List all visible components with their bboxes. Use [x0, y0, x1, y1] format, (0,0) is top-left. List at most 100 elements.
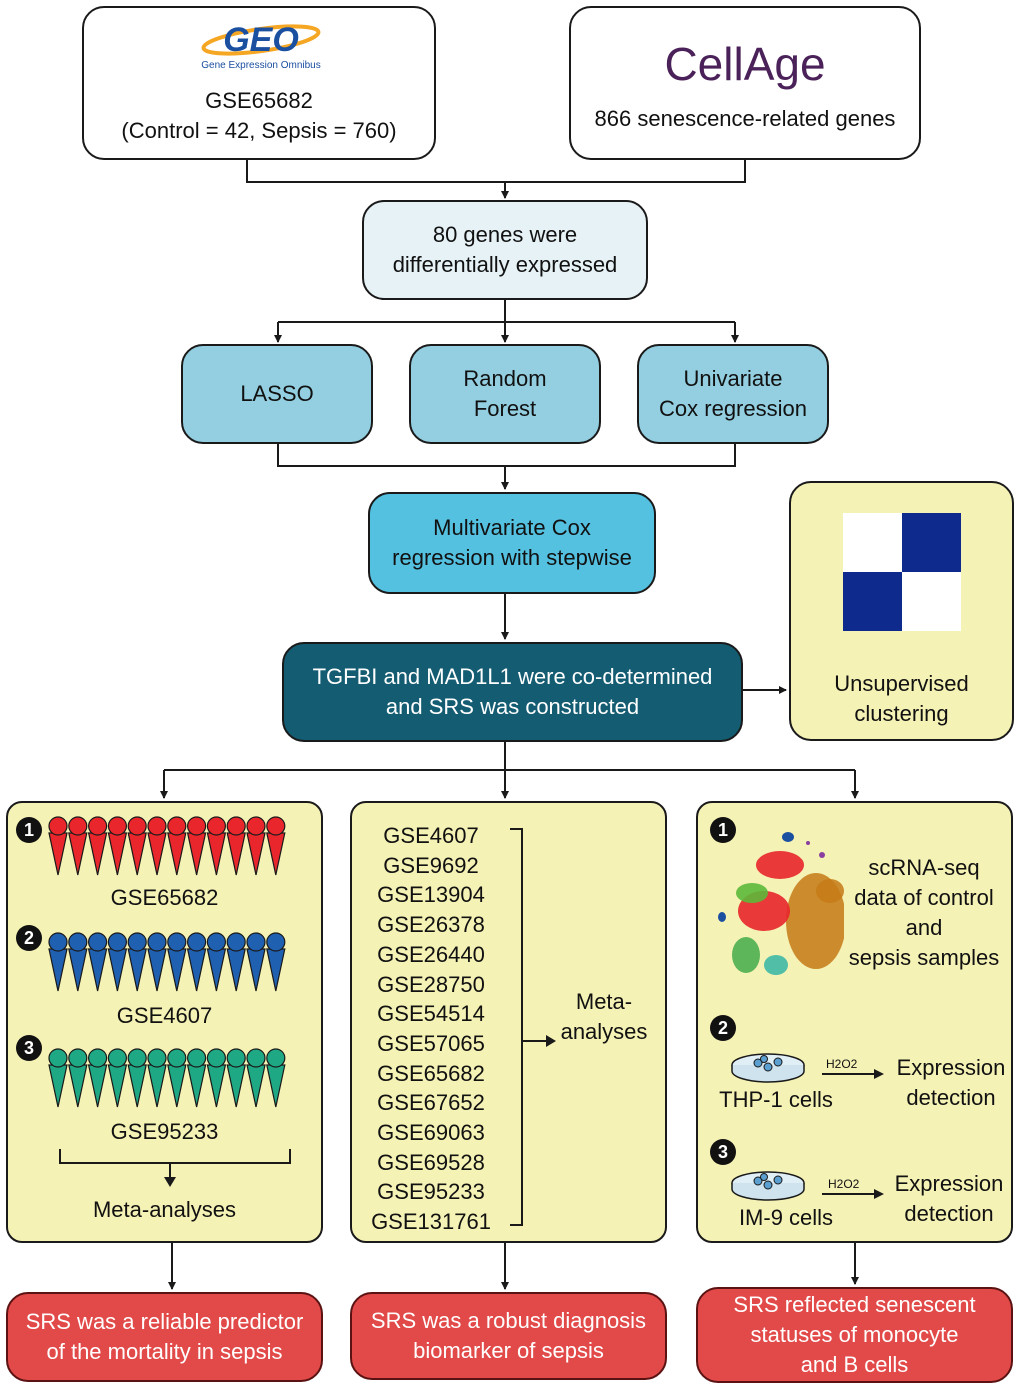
sample-pin-head [87, 1048, 108, 1068]
sample-pin-body [87, 948, 108, 992]
left-meta-label: Meta-analyses [92, 1197, 237, 1222]
method-univariate-cox-box: Univariate Cox regression [637, 344, 829, 444]
dataset-item: GSE69528 [377, 1149, 485, 1175]
clustering-label: Unsupervised clustering [834, 671, 969, 726]
expression-detection-label: Expression detection [896, 1055, 1006, 1110]
sample-pin-head [107, 1048, 128, 1068]
meta-bracket [510, 828, 556, 1226]
sample-pin-body [186, 1064, 207, 1108]
sample-pin-body [246, 1064, 266, 1108]
sample-pin-body [87, 832, 108, 876]
geo-logo-text: GEO [223, 21, 299, 59]
dataset-item: GSE26378 [377, 912, 485, 938]
umap-plot-icon [718, 832, 844, 975]
sample-pin-head [68, 932, 88, 952]
conclusion-mortality-box: SRS was a reliable predictor of the mort… [6, 1292, 323, 1382]
multivariate-cox-box: Multivariate Cox regression with stepwis… [368, 492, 656, 594]
sample-pin-body [87, 1064, 108, 1108]
sample-pin-head [246, 816, 266, 836]
sample-pin-head [226, 932, 246, 952]
method-random-forest-box: Random Forest [409, 344, 601, 444]
deg-line: differentially expressed [392, 252, 618, 277]
sample-pin-body [107, 832, 128, 876]
sample-pin-body [48, 1064, 68, 1108]
validation-cohorts-panel: 1 GSE65682 2 GSE4607 3 GSE95233 Meta-ana… [6, 801, 323, 1243]
sample-pin-head [226, 816, 246, 836]
sample-pin-head [48, 816, 68, 836]
sample-pin-head [127, 1048, 147, 1068]
cohort-label: GSE65682 [110, 885, 219, 910]
sample-pin-head [107, 816, 128, 836]
sample-pin-head [107, 932, 128, 952]
sample-pin-head [167, 932, 187, 952]
dataset-item: GSE95233 [377, 1179, 485, 1205]
sample-pin-body [68, 1064, 88, 1108]
sample-pin-body [167, 1064, 187, 1108]
method-label: Cox regression [659, 396, 807, 421]
sample-pin-head [206, 932, 226, 952]
treatment-label: H2O2 [828, 1177, 860, 1191]
deg-line: 80 genes were [432, 222, 578, 247]
sample-pin-body [186, 832, 207, 876]
geo-counts: (Control = 42, Sepsis = 760) [121, 118, 397, 143]
sample-pin-body [266, 1064, 286, 1108]
geo-logo: GEO Gene Expression Omnibus [194, 20, 328, 76]
treatment-label: H2O2 [826, 1057, 858, 1071]
sample-pin-head [266, 1048, 286, 1068]
cell-line-label: THP-1 cells [719, 1087, 833, 1112]
geo-dataset: GSE65682 [205, 88, 313, 113]
multivariate-line: regression with stepwise [392, 545, 632, 570]
sample-pin-head [266, 932, 286, 952]
srs-line: and SRS was constructed [385, 694, 640, 719]
sample-pin-body [246, 832, 266, 876]
sample-pin-body [68, 948, 88, 992]
dataset-item: GSE26440 [377, 941, 485, 967]
cohort-sample-icons [48, 816, 286, 876]
sample-pin-body [206, 948, 227, 992]
clustering-heatmap-icon [843, 513, 961, 631]
sample-pin-body [167, 948, 187, 992]
sample-pin-body [266, 948, 286, 992]
sample-pin-body [48, 948, 68, 992]
method-label: Random [463, 366, 547, 391]
dataset-item: GSE54514 [377, 1001, 485, 1027]
cell-line-label: IM-9 cells [738, 1205, 834, 1230]
sample-pin-body [186, 948, 207, 992]
sample-pin-body [167, 832, 187, 876]
sample-pin-body [246, 948, 266, 992]
scrna-description: scRNA-seq data of control and sepsis sam… [848, 855, 1000, 970]
sample-pin-body [147, 832, 167, 876]
treatment-arrow [822, 1189, 884, 1199]
dataset-list: GSE4607 GSE9692 GSE13904 GSE26378 GSE264… [356, 821, 506, 1237]
sample-pin-head [127, 816, 147, 836]
method-label: LASSO [240, 381, 314, 406]
dataset-item: GSE69063 [377, 1120, 485, 1146]
sample-pin-body [107, 1064, 128, 1108]
sample-pin-body [127, 832, 147, 876]
dataset-item: GSE9692 [383, 852, 479, 878]
sample-pin-head [246, 932, 266, 952]
sample-pin-head [68, 816, 88, 836]
sample-pin-head [266, 816, 286, 836]
middle-meta-label: Meta- analyses [560, 989, 648, 1044]
expression-detection-label: Expression detection [894, 1171, 1004, 1226]
sample-pin-body [68, 832, 88, 876]
sample-pin-body [147, 948, 167, 992]
dataset-item: GSE67652 [377, 1090, 485, 1116]
sample-pin-head [187, 1048, 207, 1068]
sample-pin-head [147, 1048, 167, 1068]
sample-pin-head [127, 932, 147, 952]
sample-pin-head [187, 932, 207, 952]
cohort-label: GSE4607 [116, 1003, 213, 1028]
sample-pin-body [127, 1064, 147, 1108]
diagnosis-datasets-panel: GSE4607 GSE9692 GSE13904 GSE26378 GSE264… [350, 801, 667, 1243]
method-label: Forest [473, 396, 537, 421]
sample-pin-body [107, 948, 128, 992]
cellage-title: CellAge [664, 38, 826, 90]
method-label: Univariate [683, 366, 783, 391]
multivariate-line: Multivariate Cox [433, 515, 591, 540]
cohort-sample-icons [48, 1048, 286, 1108]
step-number-3: 3 [710, 1139, 736, 1165]
sample-pin-head [48, 1048, 68, 1068]
